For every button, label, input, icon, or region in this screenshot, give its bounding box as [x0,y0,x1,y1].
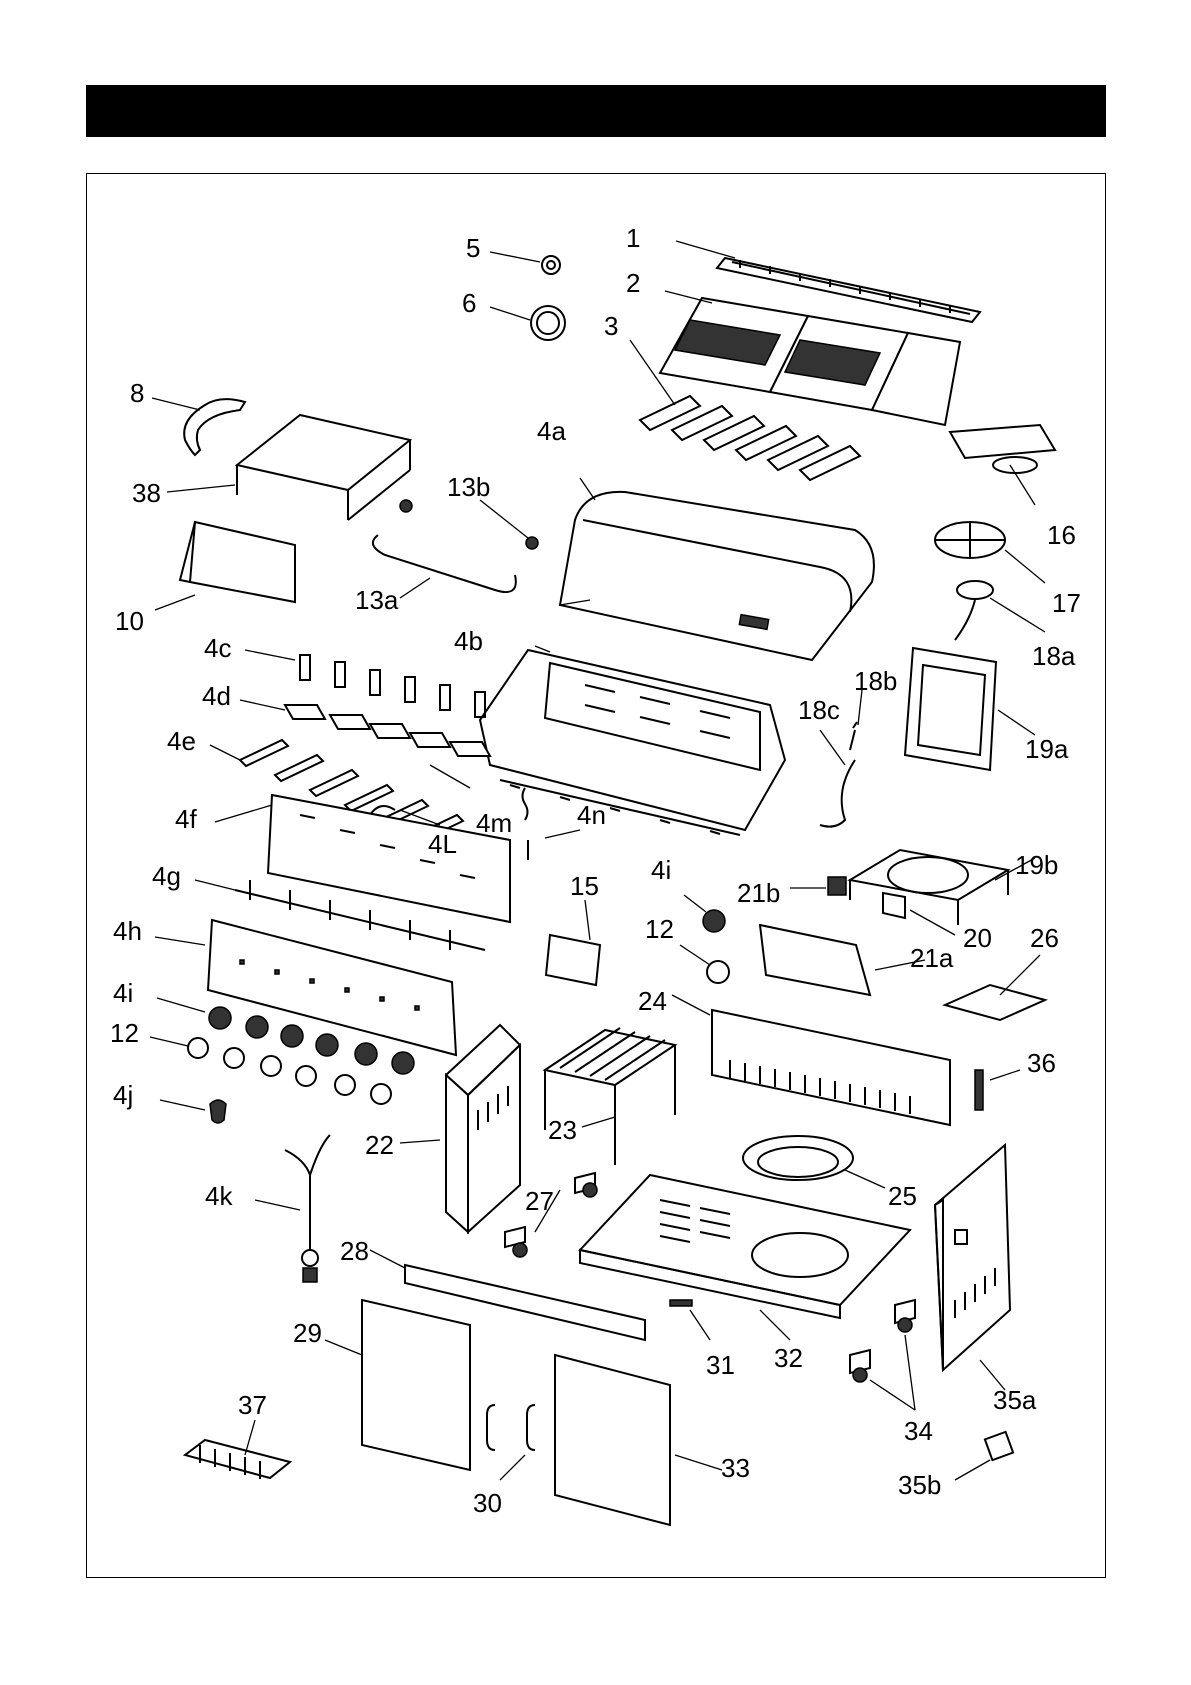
label-37: 37 [238,1392,267,1418]
label-4m: 4m [476,810,512,836]
label-1: 1 [626,225,640,251]
label-18b: 18b [854,668,897,694]
label-4d: 4d [202,683,231,709]
label-38: 38 [132,480,161,506]
label-18c: 18c [798,697,840,723]
part-4a-hood [560,478,874,660]
label-4a: 4a [537,418,566,444]
label-4e: 4e [167,728,196,754]
label-18a: 18a [1032,643,1075,669]
label-19b: 19b [1015,852,1058,878]
label-33: 33 [721,1455,750,1481]
label-10: 10 [115,608,144,634]
label-20: 20 [963,925,992,951]
part-13a-13b-hood-handle [373,500,538,598]
label-30: 30 [473,1490,502,1516]
part-10-side-burner-box [155,522,295,610]
label-13b: 13b [447,474,490,500]
label-27: 27 [525,1188,554,1214]
label-29: 29 [293,1320,322,1346]
label-5: 5 [466,235,480,261]
part-2-cooking-grates [660,291,960,425]
part-31-hinge [670,1300,710,1340]
label-28: 28 [340,1238,369,1264]
part-4k-regulator [255,1135,330,1282]
part-34-casters [850,1300,915,1410]
label-4h: 4h [113,918,142,944]
part-25-grease-bowl [743,1136,885,1188]
label-21b: 21b [737,880,780,906]
label-32: 32 [774,1345,803,1371]
label-36: 36 [1027,1050,1056,1076]
part-26-plate [945,955,1045,1020]
label-31: 31 [706,1352,735,1378]
part-24-back-panel [672,995,950,1125]
label-12-right: 12 [645,916,674,942]
part-8-38-side-shelf [152,398,410,520]
part-4d-heat-plates [240,700,490,756]
label-4n: 4n [577,802,606,828]
label-8: 8 [130,380,144,406]
label-34: 34 [904,1418,933,1444]
part-4j-ignitor [160,1100,226,1123]
part-17-18a-side-burner [935,522,1045,640]
label-4k: 4k [205,1183,232,1209]
label-23: 23 [548,1117,577,1143]
label-6: 6 [462,290,476,316]
label-4L: 4L [428,831,457,857]
part-35a-35b-right-side-panel [935,1145,1013,1480]
label-4j: 4j [113,1082,133,1108]
part-32-bottom-panel [580,1175,910,1340]
label-16: 16 [1047,522,1076,548]
label-15: 15 [570,873,599,899]
label-4i-left: 4i [113,980,133,1006]
label-19a: 19a [1025,736,1068,762]
label-22: 22 [365,1132,394,1158]
label-35b: 35b [898,1472,941,1498]
part-16-side-burner-frame [950,425,1055,505]
part-4f-heat-shield [215,795,510,922]
part-4c-brackets [245,650,485,717]
part-22-left-side-panel [400,1025,520,1232]
part-29-30-33-doors [325,1300,722,1525]
part-36-clip [975,1070,1020,1110]
label-2: 2 [626,270,640,296]
label-13a: 13a [355,587,398,613]
label-21a: 21a [910,945,953,971]
label-25: 25 [888,1183,917,1209]
label-4i-right: 4i [651,857,671,883]
label-4c: 4c [204,635,231,661]
label-4b: 4b [454,628,483,654]
label-4g: 4g [152,863,181,889]
label-26: 26 [1030,925,1059,951]
label-35a: 35a [993,1387,1036,1413]
part-4h-control-panel [155,920,456,1055]
label-17: 17 [1052,590,1081,616]
label-3: 3 [604,313,618,339]
part-15-drip-tray [546,900,600,985]
label-12-left: 12 [110,1020,139,1046]
part-37-basket [185,1420,290,1479]
label-4f: 4f [175,806,197,832]
part-5-6-knob-rings [490,252,565,340]
label-24: 24 [638,988,667,1014]
